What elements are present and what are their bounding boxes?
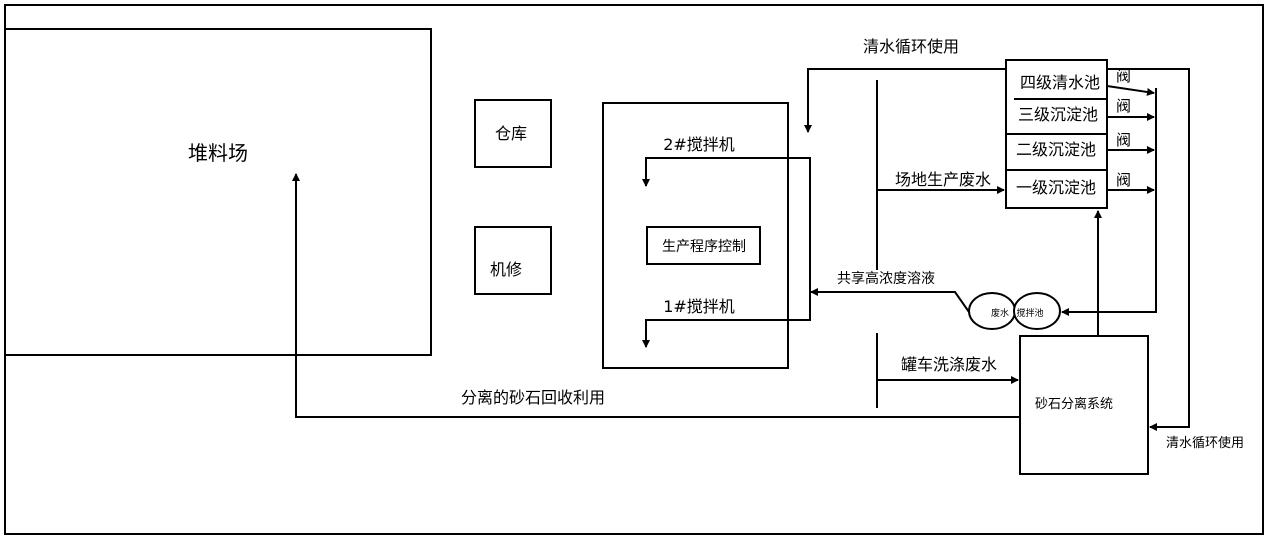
pool2-label: 二级沉淀池 [1016,140,1096,159]
pool4-label: 四级清水池 [1020,73,1100,92]
recycle-bottom-label: 清水循环使用 [1166,435,1244,451]
mixer1-feed-line [642,290,811,348]
recycle-top-line [804,68,1006,133]
mixer2-label: 2#搅拌机 [663,135,735,154]
valve1-label: 阀 [1116,67,1131,85]
wastewater-tank-right [1013,292,1061,330]
control-box [646,226,761,265]
wastewater-tank-label-b: 搅拌池 [1016,307,1043,319]
warehouse-label: 仓库 [495,124,527,143]
shared-solution-label: 共享高浓度溶液 [837,270,935,287]
site-wastewater-label: 场地生产废水 [895,170,991,189]
recycle-top-label: 清水循环使用 [863,37,959,56]
valve3-label: 阀 [1116,131,1131,149]
valve-collector-line [1061,88,1157,316]
mixer1-label: 1#搅拌机 [663,297,735,316]
recovered-sand-label: 分离的砂石回收利用 [461,388,605,407]
stockyard-label: 堆料场 [188,141,248,165]
recycle-right-line [1107,68,1190,431]
mixer2-feed-line [642,157,811,290]
shared-solution-line [810,288,970,313]
stockyard-box [4,28,432,356]
warehouse-box [474,99,552,168]
pool1-label: 一级沉淀池 [1016,178,1096,197]
tanker-wastewater-label: 罐车洗涤废水 [901,355,997,374]
valve4-label: 阀 [1116,171,1131,189]
separator-label: 砂石分离系统 [1035,396,1113,412]
wastewater-tank-label-a: 废水 [991,307,1009,319]
control-label: 生产程序控制 [662,239,746,255]
valve1-line [1106,85,1155,96]
valve2-label: 阀 [1116,97,1131,115]
pool3-label: 三级沉淀池 [1018,105,1098,124]
recovered-sand-line [292,173,1020,418]
repair-box [474,226,552,295]
repair-label: 机修 [490,260,522,279]
separator-box [1019,335,1149,475]
